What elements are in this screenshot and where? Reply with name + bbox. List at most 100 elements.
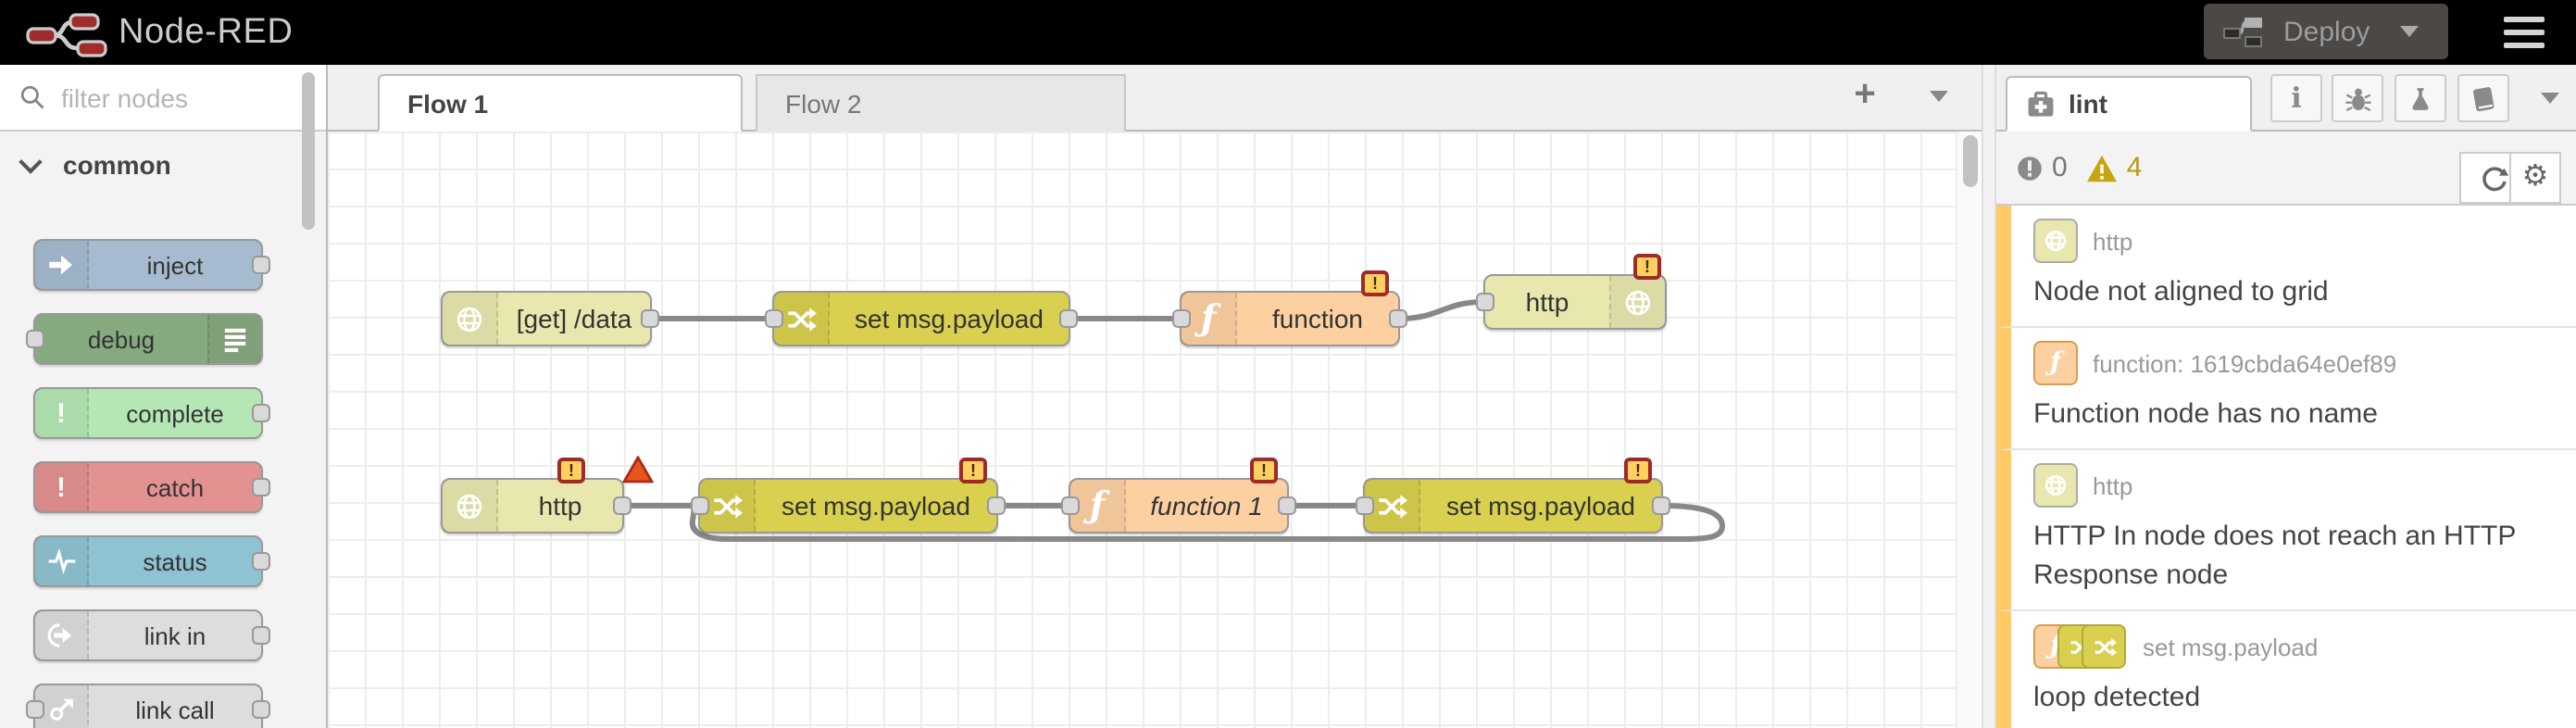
node-label: [get] /data	[516, 304, 632, 333]
palette-node-debug[interactable]: debug	[26, 313, 263, 365]
flow-node-change-1[interactable]: set msg.payload	[765, 291, 1078, 346]
search-icon	[20, 85, 44, 109]
output-port[interactable]	[252, 626, 270, 645]
output-port[interactable]	[641, 309, 659, 328]
input-port[interactable]	[1061, 496, 1080, 515]
flow-node-function-1[interactable]: ƒ function 1	[1061, 458, 1296, 533]
palette-node-inject[interactable]: inject	[33, 239, 270, 291]
refresh-icon	[2482, 167, 2509, 192]
output-port[interactable]	[987, 496, 1006, 515]
tab-lint[interactable]: lint	[2006, 76, 2252, 132]
input-port[interactable]	[26, 330, 44, 348]
flow-node-function[interactable]: ƒ function	[1172, 270, 1407, 346]
category-label: common	[63, 150, 171, 180]
function-icon: ƒ	[1070, 480, 1126, 532]
node-red-logo-icon	[26, 13, 107, 57]
sidebar-splitter[interactable]	[1982, 65, 1996, 728]
issue-message: HTTP In node does not reach an HTTP Resp…	[2033, 521, 2516, 591]
input-port[interactable]	[1172, 309, 1191, 328]
output-port[interactable]	[252, 256, 270, 274]
inject-icon	[35, 241, 89, 289]
input-port[interactable]	[1476, 293, 1494, 311]
palette-node-link-call[interactable]: link call	[26, 684, 270, 728]
workspace: Flow 1 Flow 2 +	[328, 65, 1982, 728]
output-port[interactable]	[613, 496, 631, 515]
shuffle-icon	[1365, 480, 1420, 532]
gear-icon: ⚙	[2521, 161, 2549, 193]
info-icon: i	[2291, 82, 2302, 115]
output-port[interactable]	[252, 700, 270, 719]
issue-message: loop detected	[2033, 682, 2201, 713]
filter-nodes-input[interactable]	[57, 81, 287, 114]
output-port[interactable]	[252, 478, 270, 496]
palette-node-catch[interactable]: ! catch	[33, 461, 270, 513]
chevron-down-icon	[19, 149, 43, 173]
node-palette: common inject debug ! complete ! cat	[0, 65, 328, 728]
palette-node-label: inject	[146, 251, 204, 279]
node-label: set msg.payload	[855, 304, 1044, 333]
lint-settings-button[interactable]: ⚙	[2509, 152, 2561, 204]
input-port[interactable]	[26, 700, 44, 719]
change-node-badge	[2082, 624, 2126, 669]
flow-node-http-in[interactable]: http	[441, 456, 654, 533]
main-menu-button[interactable]	[2504, 17, 2545, 48]
info-tab-button[interactable]: i	[2270, 74, 2322, 122]
lint-issue-row[interactable]: ƒ function: 1619cbda64e0ef89 Function no…	[1996, 328, 2576, 450]
input-port[interactable]	[691, 496, 709, 515]
globe-icon	[443, 293, 498, 345]
flow-node-http-in-get-data[interactable]: [get] /data	[441, 291, 659, 346]
output-port[interactable]	[1059, 309, 1078, 328]
flow-list-caret-icon[interactable]	[1930, 91, 1948, 102]
palette-node-complete[interactable]: ! complete	[33, 387, 270, 439]
output-port[interactable]	[252, 552, 270, 571]
app-title: Node-RED	[119, 13, 294, 52]
deploy-button[interactable]: Deploy	[2204, 4, 2448, 59]
palette-node-label: debug	[87, 325, 156, 353]
shuffle-icon	[774, 293, 830, 345]
right-sidebar: lint i	[1996, 65, 2576, 728]
refresh-button[interactable]	[2459, 152, 2511, 204]
input-port[interactable]	[765, 309, 783, 328]
sidebar-tabs-caret-icon[interactable]	[2541, 93, 2559, 104]
palette-node-label: complete	[126, 399, 224, 427]
palette-node-label: status	[143, 547, 207, 575]
palette-node-status[interactable]: status	[33, 535, 270, 587]
wires-layer	[621, 299, 1726, 542]
lint-issue-row[interactable]: ƒ set msg.payload loop detected	[1996, 611, 2576, 728]
output-port[interactable]	[1652, 496, 1670, 515]
palette-scrollbar[interactable]	[302, 72, 315, 230]
flow-node-change-2[interactable]: set msg.payload	[691, 458, 1006, 533]
palette-search[interactable]	[0, 65, 326, 132]
issue-node-label: http	[2093, 227, 2133, 255]
canvas-vertical-scrollbar[interactable]	[1956, 132, 1982, 728]
link-in-icon	[35, 611, 89, 659]
lint-issue-row[interactable]: http HTTP In node does not reach an HTTP…	[1996, 450, 2576, 611]
function-icon: ƒ	[1182, 293, 1237, 345]
input-port[interactable]	[1356, 496, 1374, 515]
add-flow-button[interactable]: +	[1854, 74, 1876, 115]
output-port[interactable]	[1278, 496, 1296, 515]
help-tab-button[interactable]	[2457, 74, 2509, 122]
warning-badge	[1361, 270, 1389, 296]
palette-node-link-in[interactable]: link in	[33, 609, 270, 661]
deploy-options-caret-icon[interactable]	[2399, 26, 2419, 37]
node-label: set msg.payload	[1446, 491, 1635, 521]
flow-canvas[interactable]: [get] /data set msg.payload ƒ function	[328, 132, 1956, 728]
palette-category-common[interactable]: common	[0, 143, 326, 187]
tab-label: Flow 1	[407, 88, 489, 118]
scrollbar-thumb[interactable]	[1963, 135, 1978, 187]
bug-icon	[2345, 87, 2370, 111]
debug-tab-button[interactable]	[2332, 74, 2383, 122]
node-label: http	[538, 491, 582, 521]
flow-node-http-response[interactable]: http	[1476, 254, 1667, 330]
tab-flow-1[interactable]: Flow 1	[378, 74, 743, 132]
output-port[interactable]	[1389, 309, 1407, 328]
config-nodes-tab-button[interactable]	[2395, 74, 2446, 122]
wire[interactable]	[1397, 299, 1486, 321]
output-port[interactable]	[252, 404, 270, 422]
warning-badge	[1250, 458, 1278, 483]
debug-icon	[207, 315, 261, 363]
lint-issue-row[interactable]: http Node not aligned to grid	[1996, 206, 2576, 328]
tab-flow-2[interactable]: Flow 2	[756, 74, 1126, 132]
flow-node-change-3[interactable]: set msg.payload	[1356, 458, 1670, 533]
